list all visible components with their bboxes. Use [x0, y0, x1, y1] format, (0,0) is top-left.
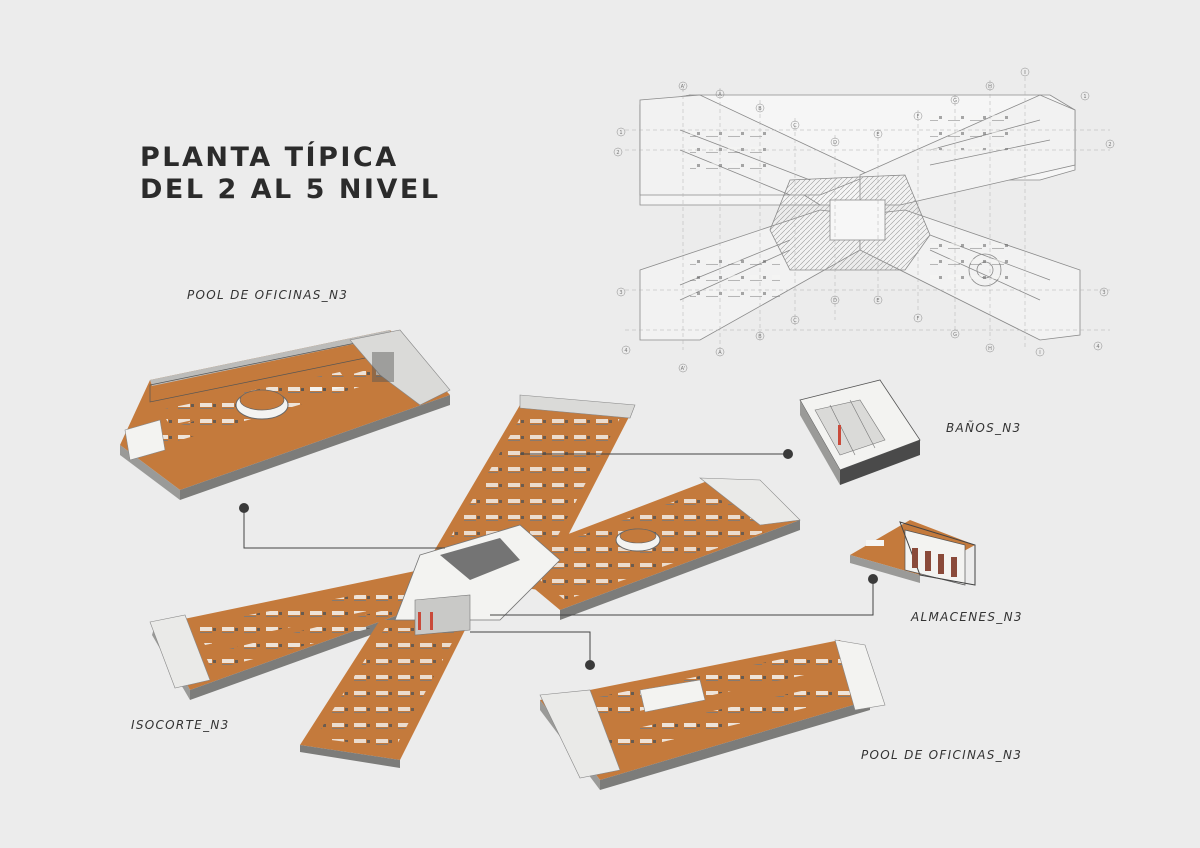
svg-text:B: B: [758, 106, 762, 112]
svg-text:D: D: [833, 140, 837, 146]
isocorte-model: [149, 394, 801, 768]
svg-text:C: C: [793, 123, 797, 129]
svg-text:I: I: [1039, 350, 1040, 356]
label-banos: BAÑOS_N3: [946, 421, 1022, 435]
title-line-2: DEL 2 AL 5 NIVEL: [140, 174, 441, 205]
banos-model: [799, 379, 921, 485]
svg-text:H: H: [988, 346, 992, 352]
callout-lines: [243, 453, 874, 665]
svg-text:3: 3: [619, 290, 622, 296]
svg-text:E: E: [876, 298, 879, 304]
svg-text:I: I: [1024, 70, 1025, 76]
svg-text:G: G: [953, 332, 957, 338]
almacenes-model: [850, 520, 976, 586]
svg-text:A': A': [681, 366, 686, 372]
svg-text:A: A: [718, 92, 722, 98]
svg-text:3: 3: [1102, 290, 1105, 296]
svg-text:4: 4: [1096, 344, 1099, 350]
svg-text:D: D: [833, 298, 837, 304]
svg-text:1: 1: [619, 130, 622, 136]
callout-dots: [239, 449, 878, 670]
plan-grid-labels-bottom: A' A B C D E F G H I: [678, 295, 1045, 373]
label-pool-oficinas-top: POOL DE OFICINAS_N3: [187, 288, 349, 302]
floor-plan-drawing: [625, 70, 1110, 350]
svg-text:4: 4: [624, 348, 627, 354]
label-isocorte: ISOCORTE_N3: [131, 718, 230, 732]
svg-text:A: A: [718, 350, 722, 356]
pool-oficinas-bottom-model: [539, 639, 886, 790]
plan-grid-labels-right: 1 2 3 4: [1080, 91, 1115, 351]
svg-text:2: 2: [1108, 142, 1111, 148]
label-almacenes: ALMACENES_N3: [911, 610, 1023, 624]
plan-grid-labels-top: A' A B C D E F G H I: [678, 67, 1030, 147]
svg-text:H: H: [988, 84, 992, 90]
svg-text:F: F: [917, 114, 920, 120]
svg-text:G: G: [953, 98, 957, 104]
svg-text:E: E: [876, 132, 879, 138]
pool-oficinas-top-model: [120, 329, 451, 500]
svg-text:B: B: [758, 334, 762, 340]
page-title: PLANTA TÍPICA DEL 2 AL 5 NIVEL: [140, 142, 441, 206]
svg-text:A': A': [681, 84, 686, 90]
svg-text:F: F: [917, 316, 920, 322]
label-pool-oficinas-bottom: POOL DE OFICINAS_N3: [861, 748, 1023, 762]
plan-grid-labels-left: 1 2 3 4: [613, 127, 631, 355]
title-line-1: PLANTA TÍPICA: [140, 142, 399, 173]
svg-text:1: 1: [1083, 94, 1086, 100]
svg-text:C: C: [793, 318, 797, 324]
svg-text:2: 2: [616, 150, 619, 156]
